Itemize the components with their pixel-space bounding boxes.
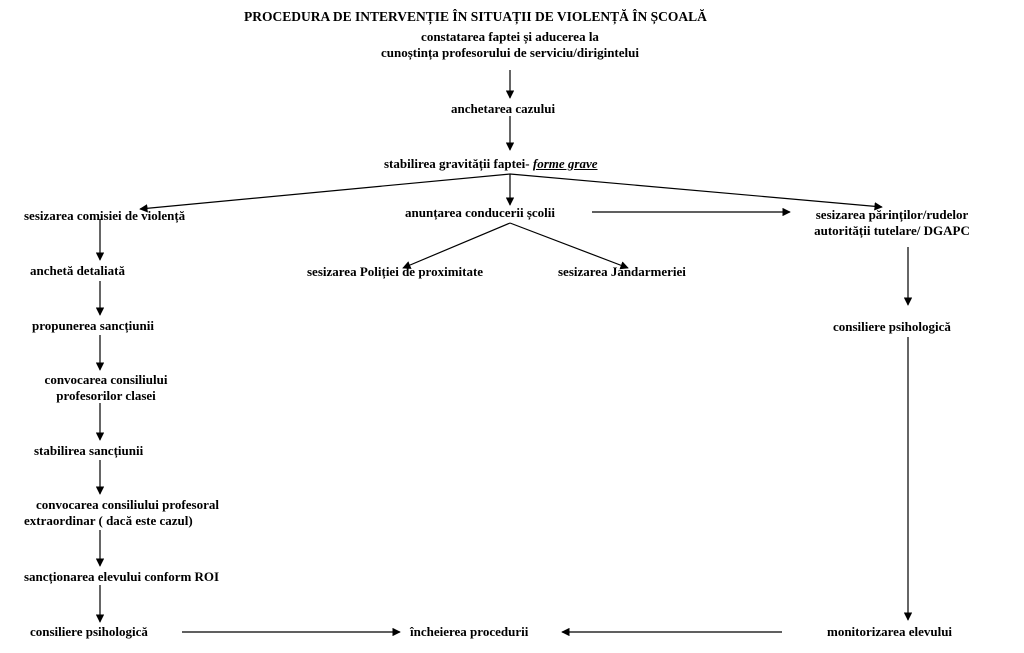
node-gravitate: stabilirea gravității faptei- forme grav… bbox=[384, 156, 598, 172]
node-ancheta-detaliata: anchetă detaliată bbox=[30, 263, 125, 278]
node-stabilire-sanctiune: stabilirea sancțiunii bbox=[34, 443, 144, 458]
node-comisie: sesizarea comisiei de violență bbox=[24, 208, 186, 223]
page-title: PROCEDURA DE INTERVENȚIE ÎN SITUAȚII DE … bbox=[244, 9, 707, 24]
arrow-conducere-politie bbox=[402, 222, 511, 269]
node-gravitate-text: stabilirea gravității faptei- bbox=[384, 156, 533, 171]
arrow-gravitate-parinti bbox=[509, 173, 883, 211]
node-gravitate-emphasis: forme grave bbox=[532, 156, 598, 171]
node-convocare-extra-line1: convocarea consiliului profesoral bbox=[36, 497, 219, 512]
node-parinti-line2: autorității tutelare/ DGAPC bbox=[814, 223, 970, 238]
node-convocare-extra-line2: extraordinar ( dacă este cazul) bbox=[24, 513, 193, 528]
node-parinti-line1: sesizarea părinților/rudelor bbox=[815, 207, 969, 222]
node-jandarmerie: sesizarea Jandarmeriei bbox=[558, 264, 686, 279]
node-constatare-line1: constatarea faptei și aducerea la bbox=[421, 29, 599, 44]
node-politie: sesizarea Poliției de proximitate bbox=[307, 264, 484, 279]
node-constatare-line2: cunoștința profesorului de serviciu/diri… bbox=[381, 45, 639, 60]
node-monitorizare: monitorizarea elevului bbox=[827, 624, 953, 639]
arrow-gravitate-comisie bbox=[139, 173, 511, 213]
node-convocare-extra: convocarea consiliului profesoral extrao… bbox=[24, 497, 219, 529]
node-propunere: propunerea sancțiunii bbox=[32, 318, 154, 333]
node-consiliere-dreapta: consiliere psihologică bbox=[833, 319, 951, 334]
node-conducere: anunțarea conducerii școlii bbox=[405, 205, 555, 220]
arrow-conducere-jandarmerie bbox=[509, 222, 629, 270]
node-constatare: constatarea faptei și aducerea la cunoșt… bbox=[338, 29, 682, 61]
node-ancheta: anchetarea cazului bbox=[451, 101, 556, 116]
node-convocare-clasa-line1: convocarea consiliului bbox=[44, 372, 168, 387]
node-convocare-clasa-line2: profesorilor clasei bbox=[56, 388, 156, 403]
node-sanctionare: sancționarea elevului conform ROI bbox=[24, 569, 220, 584]
node-incheiere: încheierea procedurii bbox=[410, 624, 529, 639]
node-parinti: sesizarea părinților/rudelor autorității… bbox=[792, 207, 992, 239]
node-consiliere-stanga: consiliere psihologică bbox=[30, 624, 148, 639]
node-convocare-clasa: convocarea consiliului profesorilor clas… bbox=[26, 372, 186, 404]
